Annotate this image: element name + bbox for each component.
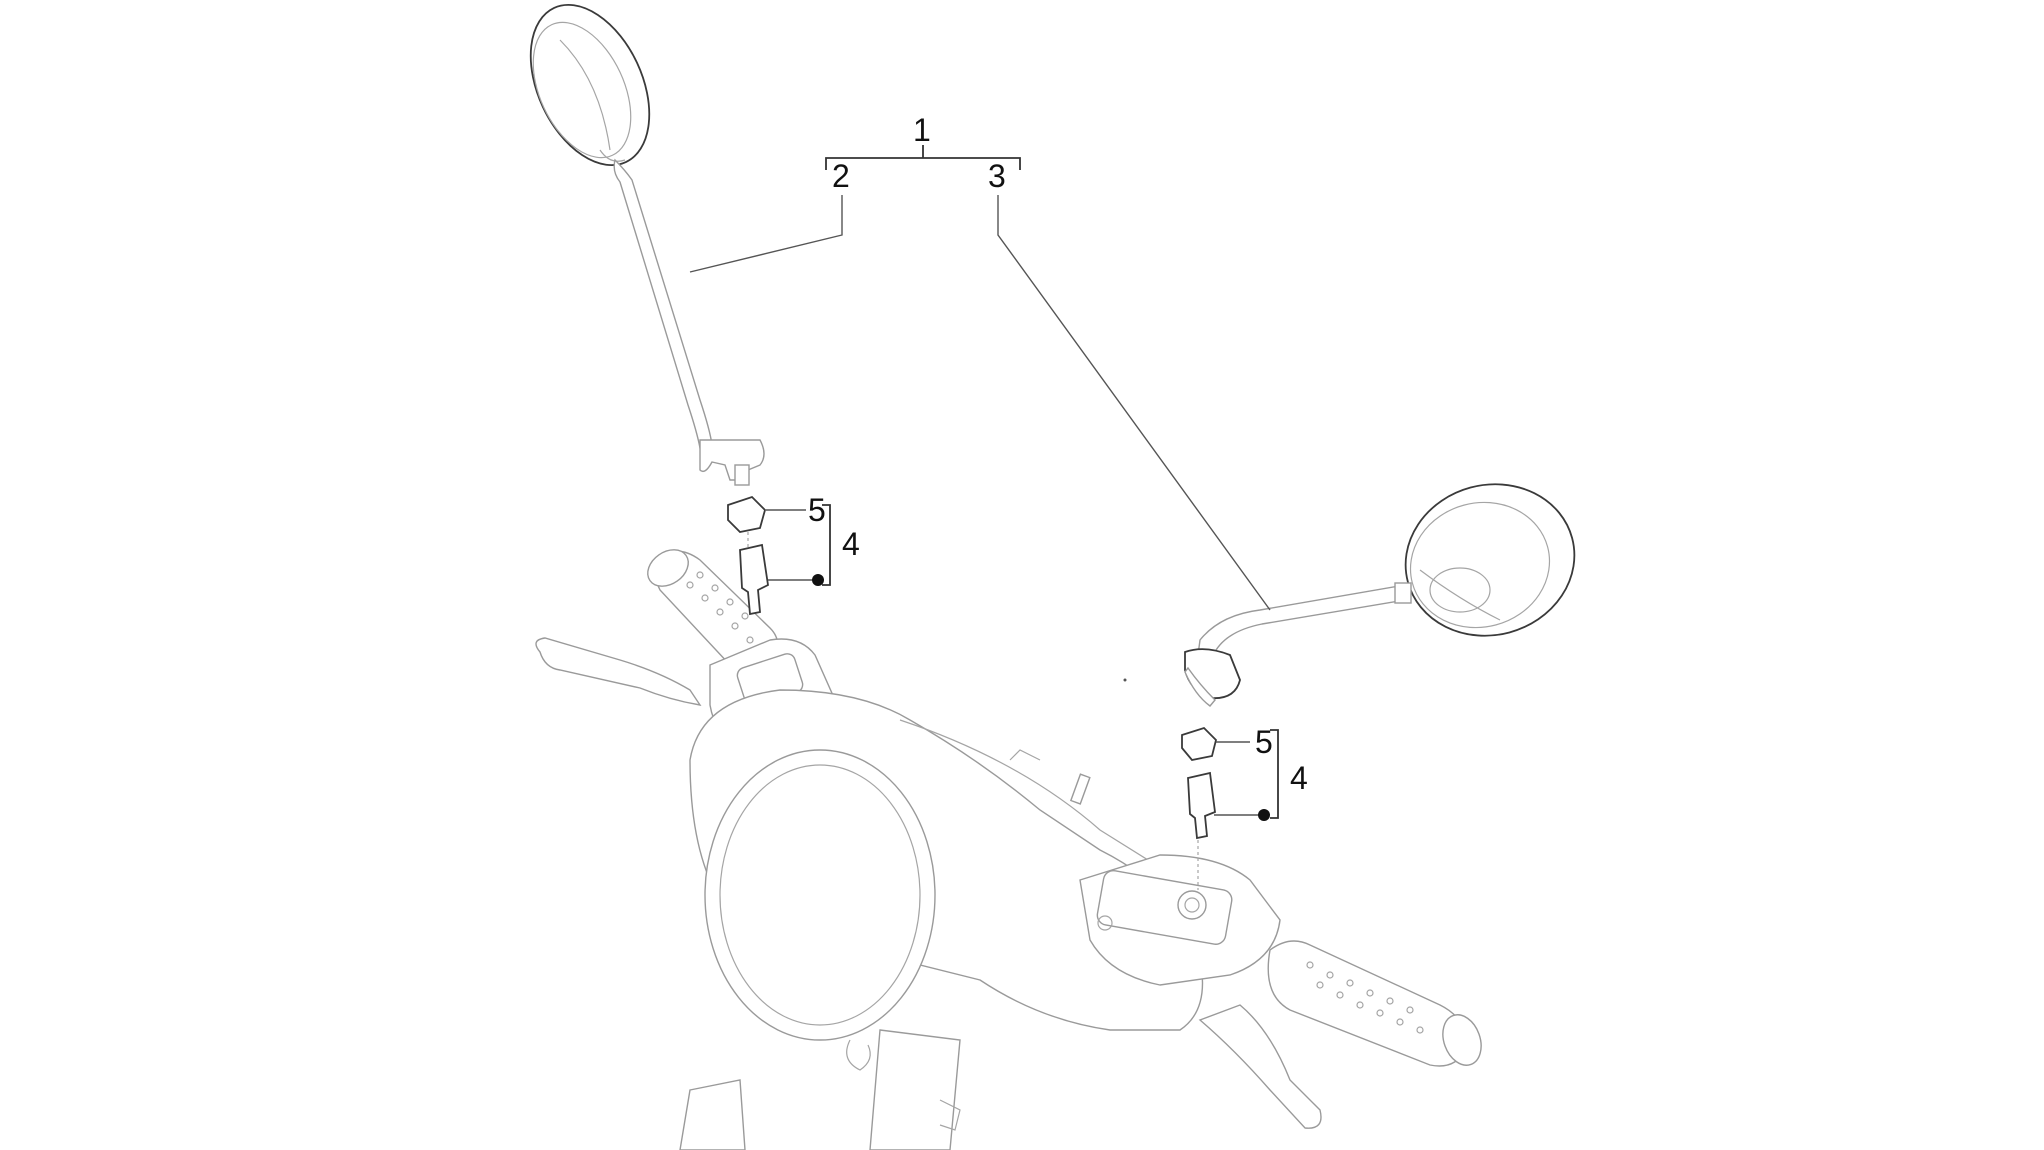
left-hardware — [727, 495, 769, 616]
left-brake-lever — [535, 637, 702, 706]
right-hardware — [1181, 726, 1217, 890]
callout-2: 2 — [832, 158, 850, 194]
left-grip-end — [647, 549, 689, 587]
bracket-left-4 — [822, 504, 831, 586]
right-grip — [1267, 940, 1467, 1067]
right-grip-end — [1442, 1014, 1482, 1066]
right-mirror-socket — [1177, 890, 1207, 920]
left-nut — [727, 495, 767, 533]
right-mirror-stem — [1197, 584, 1406, 659]
right-mirror-base — [1184, 648, 1241, 700]
bracket-right-4 — [1270, 729, 1279, 819]
callout-1: 1 — [913, 112, 931, 148]
left-mirror — [529, 3, 765, 486]
right-mirror — [1184, 483, 1576, 707]
left-mirror-head — [529, 3, 651, 167]
left-mirror-base — [699, 439, 765, 481]
callout-4-right: 4 — [1290, 760, 1308, 796]
callout-4-left: 4 — [842, 526, 860, 562]
right-brake-lever — [1198, 1004, 1322, 1129]
callout-5-right: 5 — [1255, 724, 1273, 760]
handlebar-assembly — [535, 549, 1482, 1150]
leader-2 — [689, 195, 843, 273]
right-mirror-head — [1404, 483, 1576, 637]
leader-lines — [689, 145, 1279, 821]
right-nut — [1181, 726, 1217, 761]
callout-5-left: 5 — [808, 492, 826, 528]
callout-3: 3 — [988, 158, 1006, 194]
right-stud — [1187, 771, 1216, 840]
left-mirror-stem — [613, 158, 713, 449]
left-stud — [739, 543, 769, 616]
leader-3 — [997, 195, 1271, 611]
headlight — [704, 749, 936, 1041]
left-marker-dot — [812, 574, 824, 586]
right-marker-dot — [1258, 809, 1270, 821]
